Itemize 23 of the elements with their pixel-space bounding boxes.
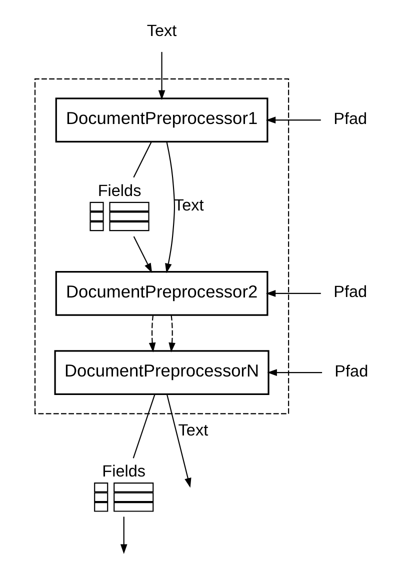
connector <box>132 394 155 458</box>
connector <box>132 142 152 178</box>
node-box: DocumentPreprocessorN <box>54 350 269 396</box>
node-label: Fields <box>97 182 141 200</box>
arrow <box>265 116 320 124</box>
node-box: DocumentPreprocessor2 <box>54 270 268 316</box>
arrow <box>148 315 156 352</box>
arrow <box>166 394 191 488</box>
node-text: Pfad <box>334 362 368 380</box>
node-text: Pfad <box>333 110 367 128</box>
edge-label: Text <box>178 421 208 440</box>
cluster <box>34 78 289 414</box>
arrow <box>158 52 165 100</box>
arrow <box>265 290 320 297</box>
node-box: DocumentPreprocessor1 <box>54 98 268 143</box>
node-label: Fields <box>102 462 146 481</box>
node-text: Text <box>146 22 176 40</box>
arrow <box>168 315 175 352</box>
arrow <box>266 369 322 376</box>
node-text: Pfad <box>333 283 367 302</box>
arrow <box>120 516 127 554</box>
arrow <box>164 142 174 274</box>
arrow <box>132 236 152 273</box>
